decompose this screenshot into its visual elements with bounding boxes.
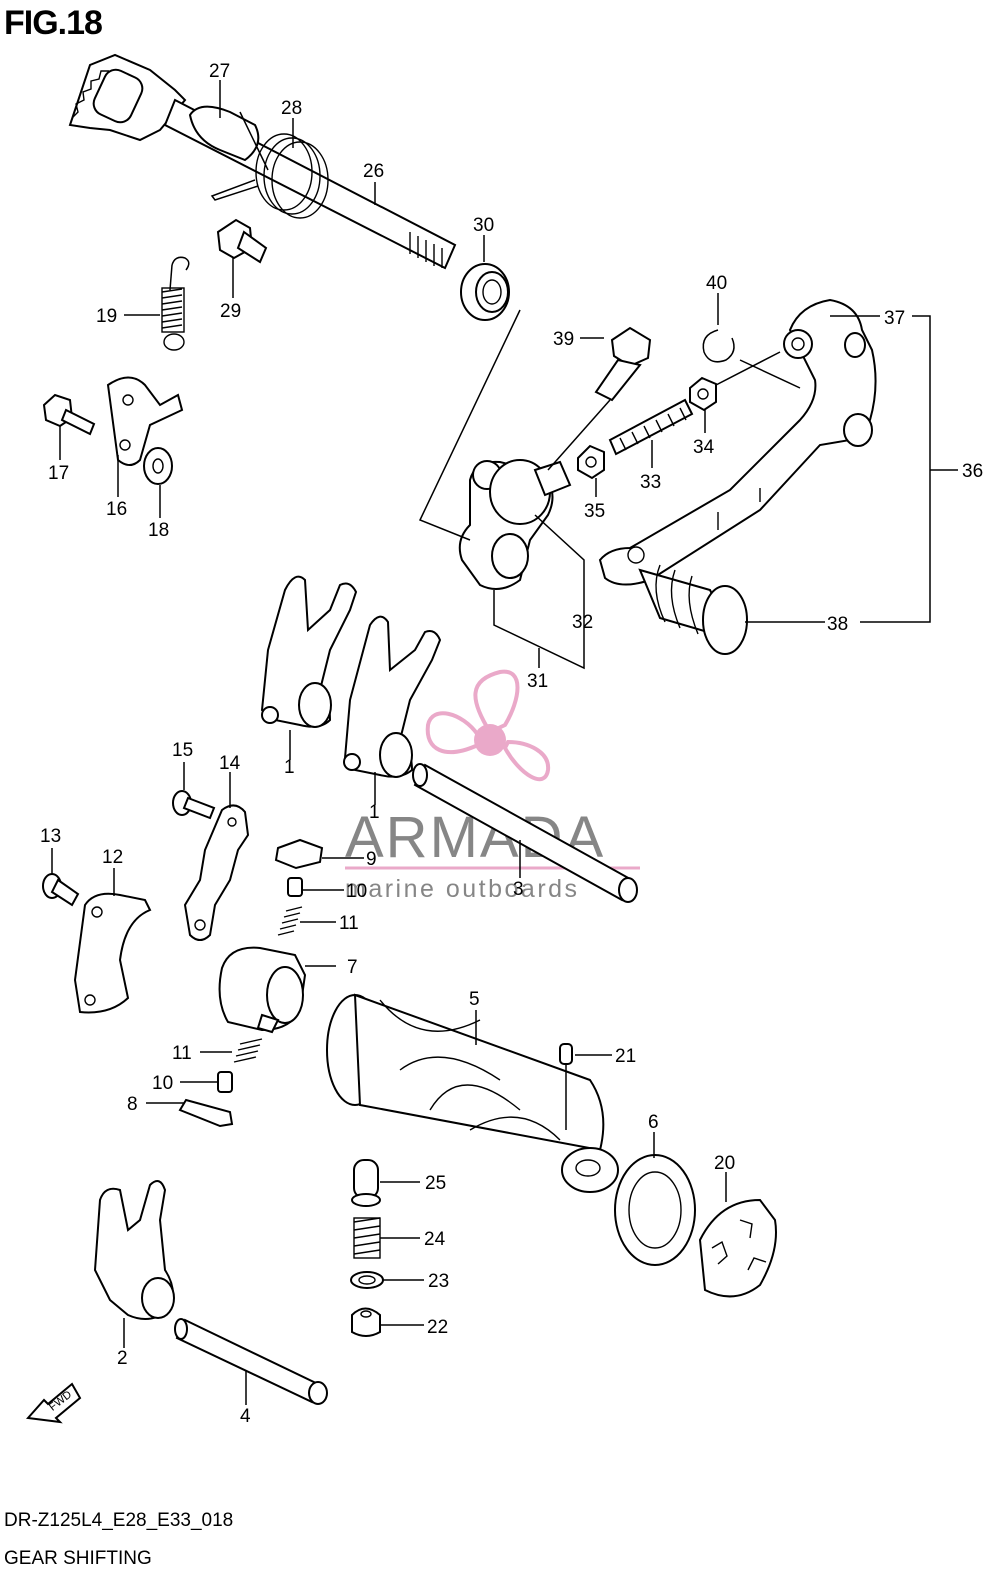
part-10-pin-lower <box>217 1071 233 1093</box>
callout-6: 6 <box>648 1112 659 1133</box>
armada-logo: ARMADA marine outboards <box>345 669 640 903</box>
part-21-pin <box>559 1043 573 1065</box>
callout-10a: 10 <box>346 881 367 902</box>
callout-22: 22 <box>427 1317 448 1338</box>
callout-32: 32 <box>572 612 593 633</box>
part-14-stopper-plate <box>183 804 250 941</box>
part-38-pedal-rubber <box>627 546 748 655</box>
part-11-spring <box>277 906 303 936</box>
part-33-stud <box>608 398 694 456</box>
part-15-screw <box>172 790 216 820</box>
callout-34: 34 <box>693 437 715 458</box>
part-17-bolt <box>42 393 96 436</box>
callout-3: 3 <box>513 879 524 900</box>
part-25-pin <box>351 1159 381 1207</box>
callout-13: 13 <box>40 826 61 847</box>
gearshift-shaft-assembly <box>68 53 457 270</box>
fwd-arrow-icon: FWD <box>25 1382 82 1424</box>
model-code: DR-Z125L4_E28_E33_018 <box>4 1510 234 1531</box>
callout-29: 29 <box>220 301 241 322</box>
part-34-nut <box>689 376 717 412</box>
callout-4: 4 <box>240 1406 251 1427</box>
part-22-plug <box>351 1307 381 1337</box>
part-18-washer <box>143 447 173 485</box>
callout-30: 30 <box>473 215 494 236</box>
part-9-pawl <box>274 838 324 870</box>
callout-14: 14 <box>219 753 241 774</box>
callout-39: 39 <box>553 329 574 350</box>
part-1-shift-fork-a <box>260 575 358 728</box>
part-2-shift-fork <box>93 1180 175 1320</box>
callout-23: 23 <box>428 1271 449 1292</box>
callout-labels: 27 28 26 30 29 19 17 16 18 39 40 37 36 3… <box>40 61 983 1427</box>
watermark-tagline: marine outboards <box>345 875 580 903</box>
propeller-icon <box>425 669 551 782</box>
shaft-collar <box>188 105 260 162</box>
part-35-nut <box>577 444 605 480</box>
part-3-fork-shaft <box>412 763 638 903</box>
part-11-spring-lower <box>233 1038 263 1063</box>
part-5-shift-drum <box>326 993 619 1193</box>
callout-36: 36 <box>962 461 983 482</box>
part-1-shift-fork-b <box>343 615 442 778</box>
callout-26: 26 <box>363 161 384 182</box>
callout-11a: 11 <box>339 913 359 934</box>
callout-11b: 11 <box>172 1043 192 1064</box>
callout-35: 35 <box>584 501 605 522</box>
part-7-cam <box>218 946 307 1034</box>
callout-25: 25 <box>425 1173 446 1194</box>
callout-2: 2 <box>117 1348 128 1369</box>
callout-18: 18 <box>148 520 169 541</box>
callout-24: 24 <box>424 1229 446 1250</box>
propeller-hub-icon <box>474 724 506 756</box>
part-12-bracket <box>73 892 152 1014</box>
callout-19: 19 <box>96 306 117 327</box>
part-16-stopper-plate <box>106 376 184 466</box>
callout-5: 5 <box>469 989 480 1010</box>
callout-12: 12 <box>102 847 123 868</box>
return-spring <box>210 111 329 219</box>
callout-27: 27 <box>209 61 230 82</box>
callout-1b: 1 <box>369 802 380 823</box>
part-24-spring <box>353 1217 381 1259</box>
part-10-pin <box>287 877 303 897</box>
part-4-fork-shaft <box>174 1318 328 1405</box>
callout-28: 28 <box>281 98 302 119</box>
part-29-bolt <box>216 218 268 264</box>
callout-8: 8 <box>127 1094 138 1115</box>
callout-10b: 10 <box>152 1073 173 1094</box>
figure-title: FIG.18 <box>4 4 103 42</box>
part-23-gasket <box>350 1271 384 1289</box>
callout-1a: 1 <box>284 757 295 778</box>
part-30-bearing <box>460 263 510 321</box>
callout-20: 20 <box>714 1153 735 1174</box>
callout-17: 17 <box>48 463 69 484</box>
callout-7: 7 <box>347 957 358 978</box>
callout-40: 40 <box>706 273 727 294</box>
callout-38: 38 <box>827 614 848 635</box>
part-39-bolt <box>594 326 652 402</box>
leader-lines <box>51 80 958 1405</box>
callout-15: 15 <box>172 740 193 761</box>
callout-9: 9 <box>366 849 377 870</box>
callout-37: 37 <box>884 308 905 329</box>
part-19-spring <box>161 256 190 351</box>
callout-16: 16 <box>106 499 127 520</box>
part-13-screw <box>42 873 80 907</box>
callout-33: 33 <box>640 472 661 493</box>
callout-21: 21 <box>615 1046 636 1067</box>
part-6-washer <box>614 1154 696 1266</box>
part-40-circlip <box>702 329 735 363</box>
diagram-caption: GEAR SHIFTING <box>4 1548 152 1569</box>
callout-31: 31 <box>527 671 548 692</box>
part-20-retainer <box>698 1198 777 1298</box>
part-32-ball-joint <box>489 459 572 525</box>
part-8-pawl-lower <box>178 1098 234 1128</box>
